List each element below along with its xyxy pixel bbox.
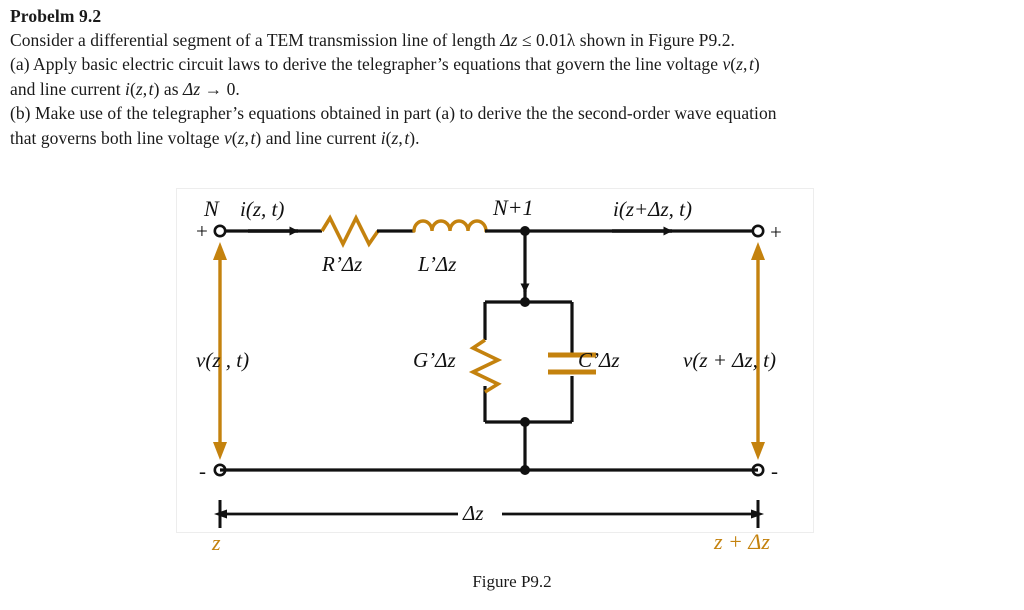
label-inductor: L’Δz <box>418 252 457 276</box>
label-node-right: N+1 <box>493 195 534 220</box>
label-current-left: i(z, t) <box>240 197 285 221</box>
label-current-right: i(z+Δz, t) <box>613 197 692 221</box>
label-capacitance: C’Δz <box>578 348 620 372</box>
label-voltage-left: v(z , t) <box>196 348 250 372</box>
figure-frame <box>176 188 814 533</box>
label-coord-right: z + Δz <box>714 529 770 554</box>
problem-line-1: Consider a differential segment of a TEM… <box>10 30 735 50</box>
label-polarity-top-left: + <box>196 219 208 243</box>
page-title: Probelm 9.2 <box>10 6 102 26</box>
label-polarity-bottom-left: - <box>199 459 206 483</box>
label-dimension: Δz <box>463 501 484 525</box>
label-polarity-top-right: + <box>770 220 782 244</box>
problem-line-3: and line current i(z, t) as Δz → 0. <box>10 78 240 99</box>
problem-line-2: (a) Apply basic electric circuit laws to… <box>10 54 760 75</box>
label-voltage-right: v(z + Δz, t) <box>683 348 776 372</box>
label-coord-left: z <box>212 530 221 555</box>
figure-caption: Figure P9.2 <box>472 572 552 591</box>
label-node-left: N <box>204 196 219 221</box>
label-resistor: R’Δz <box>322 252 363 276</box>
problem-line-5: that governs both line voltage v(z, t) a… <box>10 127 420 148</box>
label-conductance: G’Δz <box>413 348 456 372</box>
problem-statement: Probelm 9.2 Consider a differential segm… <box>10 4 1014 150</box>
problem-line-4: (b) Make use of the telegrapher’s equati… <box>10 103 777 124</box>
label-polarity-bottom-right: - <box>771 459 778 483</box>
